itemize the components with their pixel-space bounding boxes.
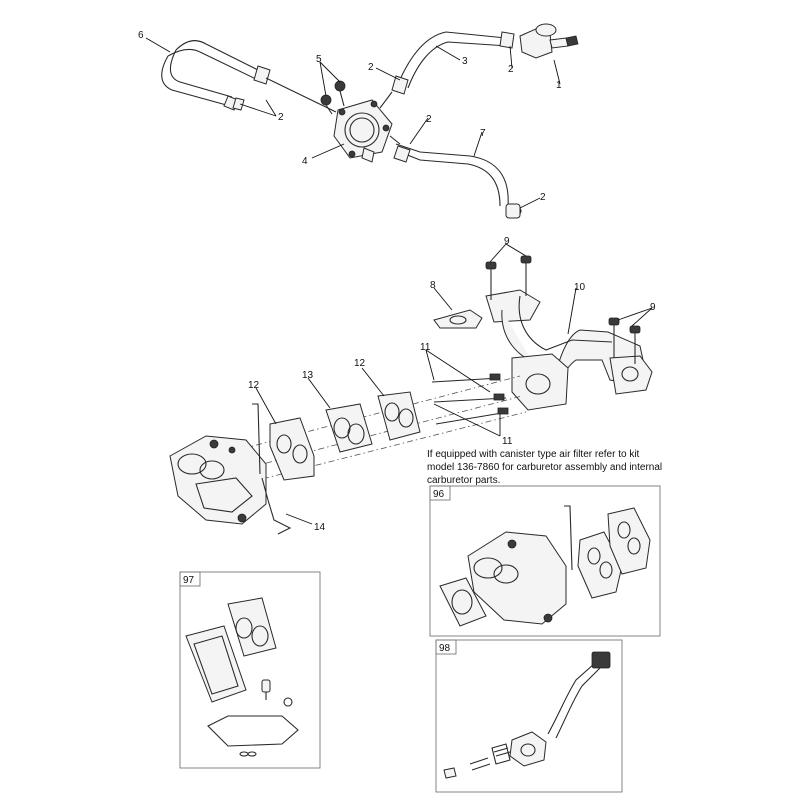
kit-96-label: 96 [433, 489, 445, 500]
kit-97-label: 97 [183, 575, 195, 586]
hose-clamp [232, 65, 271, 111]
gasket-8 [433, 309, 483, 329]
kit-96-box: 96 [429, 485, 661, 637]
callout-9: 9 [650, 302, 656, 313]
callout-11: 11 [502, 436, 513, 447]
leader-lines [145, 37, 653, 525]
intake-manifold-10 [485, 289, 653, 411]
kit-98-box: 98 [435, 639, 623, 793]
screw-5 [320, 80, 346, 115]
callout-2: 2 [368, 62, 374, 73]
callout-14: 14 [314, 522, 326, 533]
callout-13: 13 [302, 370, 314, 381]
fuel-hose-7 [393, 143, 522, 219]
callout-12: 12 [248, 380, 260, 391]
gasket-12 [269, 391, 421, 481]
carburetor-note: If equipped with canister type air filte… [427, 449, 663, 486]
callout-5: 5 [316, 54, 322, 65]
stud-11 [431, 373, 509, 425]
fuel-hose-3 [391, 31, 515, 95]
callout-7: 7 [480, 128, 486, 139]
bolt-9 [485, 255, 641, 364]
fuel-filter-1 [519, 23, 579, 59]
callout-numbers: 6 2 5 2 3 2 1 4 2 7 2 9 9 8 10 11 11 12 … [138, 30, 656, 533]
callout-4: 4 [302, 156, 308, 167]
kit-98-label: 98 [439, 643, 451, 654]
callout-2: 2 [278, 112, 284, 123]
spacer-13 [325, 403, 373, 453]
callout-11: 11 [420, 342, 431, 353]
callout-8: 8 [430, 280, 436, 291]
choke-link-14 [261, 477, 292, 535]
carburetor [169, 403, 267, 525]
callout-10: 10 [574, 282, 586, 293]
fuel-hose-6 [161, 40, 263, 111]
callout-3: 3 [462, 56, 468, 67]
kit-97-box: 97 [179, 571, 321, 769]
callout-2: 2 [426, 114, 432, 125]
callout-12: 12 [354, 358, 366, 369]
callout-6: 6 [138, 30, 144, 41]
callout-1: 1 [556, 80, 562, 91]
fuel-pump-4 [333, 99, 393, 163]
callout-2: 2 [508, 64, 514, 75]
callout-9: 9 [504, 236, 510, 247]
callout-2: 2 [540, 192, 546, 203]
